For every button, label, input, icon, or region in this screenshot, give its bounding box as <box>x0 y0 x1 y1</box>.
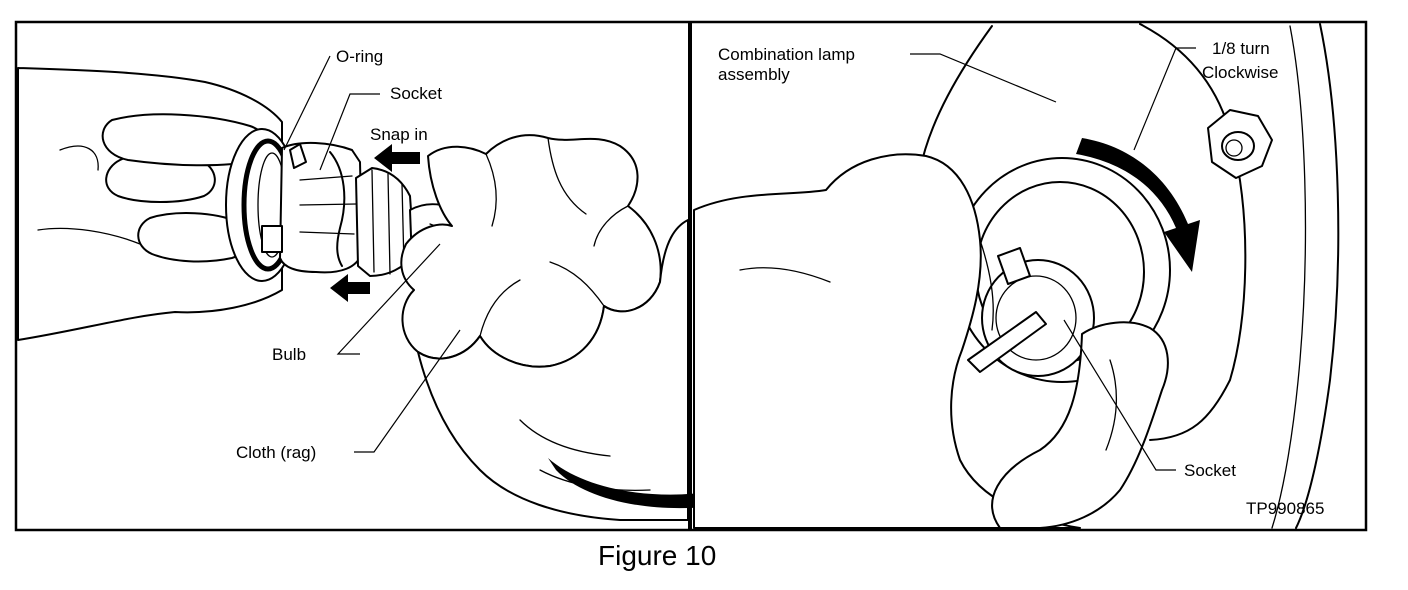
leader-socket-right <box>1063 319 1176 471</box>
leader-o-ring <box>283 55 331 151</box>
socket-rib <box>299 231 355 235</box>
left-hand-knuckle <box>37 227 141 245</box>
mounting-nut-hole <box>1225 139 1243 157</box>
label-cloth: Cloth (rag) <box>236 443 316 462</box>
mounting-nut-center <box>1221 131 1255 161</box>
left-hand-knuckle <box>59 145 99 171</box>
label-socket-right: Socket <box>1184 461 1236 480</box>
label-turn: 1/8 turn <box>1212 39 1270 58</box>
label-combination-lamp: Combination lamp <box>718 45 855 64</box>
label-combination-lamp-2: assembly <box>718 65 790 84</box>
leader-combination-lamp <box>910 53 1057 103</box>
turning-hand <box>693 153 1081 529</box>
grip-rib <box>371 169 375 273</box>
cloth-fold <box>485 153 497 227</box>
right-hand-crease <box>519 419 611 457</box>
lamp-housing-edge <box>1139 23 1247 441</box>
leader-cloth <box>354 329 461 453</box>
socket-clip <box>329 151 346 267</box>
right-panel-illustration <box>693 23 1340 529</box>
figure-caption: Figure 10 <box>598 540 716 571</box>
leader-bulb <box>336 243 441 355</box>
leader-turn <box>1133 47 1196 151</box>
socket-rib <box>299 203 357 206</box>
socket-right-blade <box>967 311 1047 373</box>
label-socket-left: Socket <box>390 84 442 103</box>
vehicle-body-line <box>1271 25 1307 529</box>
snap-in-arrow-upper <box>374 144 420 172</box>
cloth-fold <box>479 279 521 337</box>
socket-right-inner <box>995 275 1077 361</box>
cloth-fold <box>549 261 605 307</box>
left-panel-illustration <box>17 55 689 521</box>
label-bulb: Bulb <box>272 345 306 364</box>
socket-right-tab <box>997 247 1031 285</box>
label-snap-in: Snap in <box>370 125 428 144</box>
turning-hand-thumb <box>991 321 1169 529</box>
left-hand-finger <box>137 212 250 263</box>
label-o-ring: O-ring <box>336 47 383 66</box>
vehicle-body-edge <box>1295 23 1340 529</box>
socket-latch <box>261 225 283 253</box>
grip-rib <box>387 173 391 275</box>
snap-in-arrow-lower <box>330 274 370 302</box>
right-hand <box>417 219 689 521</box>
clockwise-arrow <box>1076 138 1200 272</box>
turning-hand-crease <box>739 267 831 283</box>
leader-socket-left <box>319 93 380 171</box>
figure-id: TP990865 <box>1246 499 1324 518</box>
socket-rib <box>299 175 353 181</box>
cloth-fold <box>593 205 629 247</box>
lamp-lens-outline <box>919 25 993 171</box>
turning-hand-crease <box>979 239 994 331</box>
socket-key-tab <box>289 143 307 169</box>
label-turn-2: Clockwise <box>1202 63 1279 82</box>
cloth-fold <box>547 137 587 215</box>
